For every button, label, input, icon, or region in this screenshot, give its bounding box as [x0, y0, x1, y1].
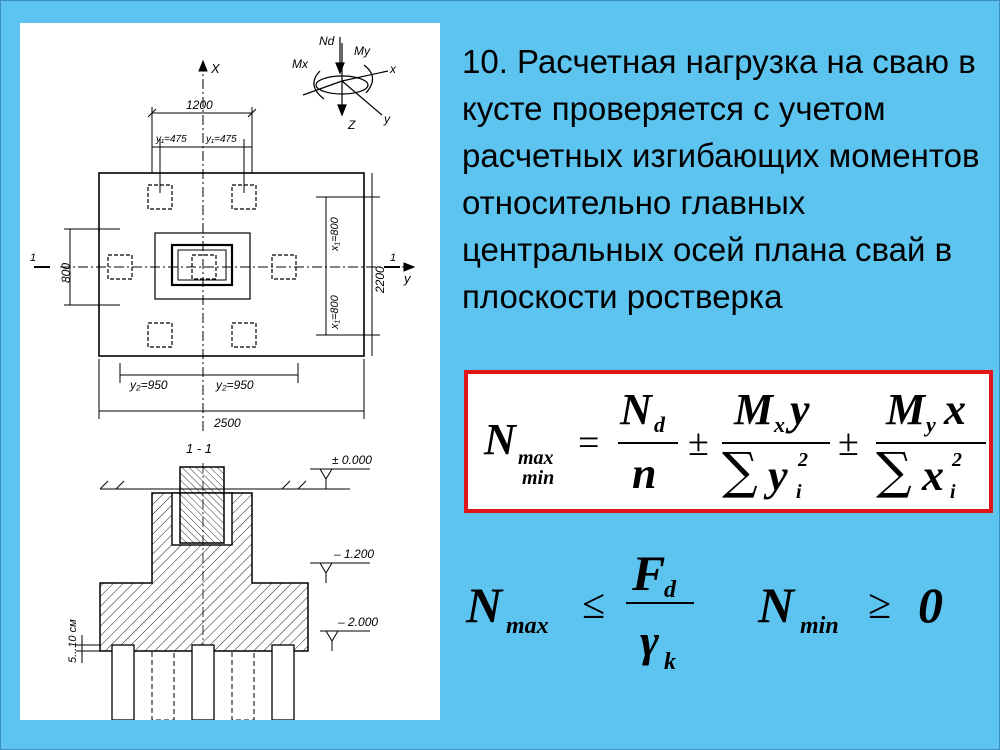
axis-x-label: x — [389, 62, 397, 76]
pile — [147, 322, 173, 348]
formula-Nd: N — [620, 385, 652, 434]
check-F-sub: d — [664, 577, 676, 603]
formula-yi-sup: 2 — [798, 449, 808, 471]
pile — [147, 184, 173, 210]
pile-cap-drawing: Nd Mx My x y Z X y — [30, 34, 416, 720]
check-zero: 0 — [918, 577, 943, 633]
axes-symbol — [302, 37, 389, 117]
dim-left-label: 800 — [59, 263, 73, 283]
y2-right-label: y₂=950 — [215, 378, 254, 392]
formula-sub-min: min — [522, 467, 555, 489]
piles — [107, 184, 297, 348]
embed-label: 5...10 см — [67, 619, 79, 663]
section-pile — [191, 644, 215, 720]
axis-mx-label: Mx — [292, 57, 309, 71]
formula-yi-sub: i — [796, 481, 802, 503]
sum-symbol-1: ∑ — [722, 442, 758, 500]
formula-My-sub: y — [926, 412, 936, 437]
axis-nd-label: Nd — [319, 34, 335, 48]
check-le: ≤ — [582, 582, 606, 628]
column-outline — [170, 243, 234, 287]
sum-symbol-2: ∑ — [876, 442, 912, 500]
dim-right-label: 2200 — [373, 266, 387, 294]
dim-y1 — [152, 139, 252, 193]
formula-My: M — [886, 385, 926, 434]
slide-heading: 10. Расчетная нагрузка на сваю в кусте п… — [462, 43, 980, 315]
level-markers — [310, 468, 370, 651]
pile — [231, 322, 257, 348]
pile — [107, 254, 133, 280]
formula-Mx-sub: x — [774, 412, 785, 437]
section-piles-hidden — [151, 650, 255, 720]
engineering-drawing: Nd Mx My x y Z X y — [20, 23, 440, 720]
section-piles — [111, 644, 295, 720]
y1-left-label: y₁=475 — [155, 134, 187, 145]
level-1-label: – 1.200 — [333, 547, 374, 561]
x1-lower-label: x₁=800 — [329, 294, 341, 330]
formula-pm-1: ± — [688, 422, 709, 464]
pile — [271, 254, 297, 280]
formula-Mx: M — [734, 385, 774, 434]
formula-N: N — [484, 415, 516, 464]
axis-my-label: My — [354, 44, 371, 58]
level-2-label: – 2.000 — [337, 615, 378, 629]
dim-right — [316, 173, 380, 356]
formula-n: n — [632, 449, 657, 498]
plan-x-axis — [198, 59, 208, 433]
formula-equals: = — [578, 422, 600, 464]
fraction-bar-2 — [722, 442, 830, 444]
check-sub-max: max — [506, 613, 549, 639]
axis-y-label: y — [383, 112, 391, 126]
check-gamma-sub: k — [664, 649, 676, 675]
check-F: F — [632, 545, 666, 601]
fraction-bar-3 — [876, 442, 986, 444]
ground-line — [99, 480, 350, 490]
formula-My-x: x — [944, 385, 966, 434]
check-gamma: γ — [640, 615, 660, 666]
formula-xi-sup: 2 — [952, 449, 962, 471]
check-sub-min: min — [800, 613, 839, 639]
formula-box-main: N max min = N d n ± M x y ∑ y i 2 ± M y … — [464, 370, 993, 513]
formula-pm-2: ± — [838, 422, 859, 464]
formula-yi: y — [768, 451, 788, 500]
pile — [231, 184, 257, 210]
section-title: 1 - 1 — [186, 441, 212, 456]
section-pile — [271, 644, 295, 720]
pile-cap-outline — [98, 172, 365, 357]
formula-Nd-sub: d — [654, 412, 665, 437]
section-mark-left: 1 — [30, 252, 36, 264]
check-fraction-bar — [626, 602, 694, 604]
level-0-label: ± 0.000 — [332, 453, 372, 467]
check-ge: ≥ — [868, 582, 892, 628]
dim-top-label: 1200 — [186, 98, 213, 112]
formula-sub-max: max — [518, 447, 554, 469]
dim-1200 — [147, 107, 257, 173]
y1-right-label: y₁=475 — [205, 134, 237, 145]
column — [179, 466, 225, 544]
plan-y-label: y — [403, 271, 412, 286]
pedestal-outline — [154, 232, 251, 300]
dim-left-800 — [64, 228, 120, 306]
check-N2: N — [758, 577, 795, 633]
pile — [191, 254, 217, 280]
plan-y-axis — [60, 262, 416, 272]
formula-xi: x — [922, 451, 944, 500]
column-inner — [177, 249, 227, 281]
dim-bottom-label: 2500 — [213, 416, 241, 430]
formula-Mx-y: y — [790, 385, 810, 434]
foundation-body — [99, 492, 309, 652]
x1-upper-label: x₁=800 — [329, 216, 341, 252]
section-pile — [111, 644, 135, 720]
y2-left-label: y₂=950 — [129, 378, 168, 392]
fraction-bar-1 — [618, 442, 678, 444]
formula-xi-sub: i — [950, 481, 956, 503]
check-N: N — [466, 577, 503, 633]
embed-dim — [76, 635, 100, 663]
section-mark-right: 1 — [390, 252, 396, 264]
axis-z-label: Z — [347, 118, 356, 132]
plan-x-label: X — [210, 61, 221, 76]
dim-bottom — [98, 359, 365, 419]
